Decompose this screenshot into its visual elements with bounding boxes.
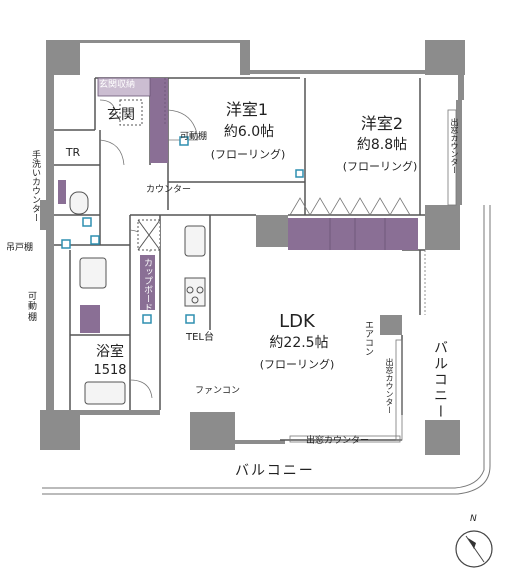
compass-label: N	[470, 514, 477, 524]
label-bay-counter-right: 出窓カウンター	[385, 358, 394, 414]
room-bath-name: 浴室	[96, 344, 124, 360]
label-bay-counter-bottom: 出窓カウンター	[306, 436, 370, 446]
storage-areas	[80, 78, 418, 333]
label-hanging-shelf: 吊戸棚	[6, 243, 34, 253]
label-entrance-storage: 玄関収納	[99, 80, 136, 90]
room-western2-floor: (フローリング)	[342, 160, 418, 173]
label-air-conditioner: エアコン	[363, 320, 373, 356]
room-entrance-name: 玄関	[107, 107, 135, 123]
label-handwash-counter: 手洗いカウンター	[30, 150, 40, 222]
label-counter: カウンター	[146, 185, 192, 195]
label-cupboard: カップボード	[142, 258, 152, 312]
label-tel-stand: TEL台	[186, 332, 214, 343]
room-ldk-size: 約22.5帖	[269, 335, 329, 351]
label-movable-shelf-left: 可動棚	[28, 292, 38, 323]
balcony-outline	[42, 205, 491, 495]
room-western1-size: 約6.0帖	[223, 124, 275, 140]
label-bay-counter-top-right: 出窓カウンター	[450, 118, 459, 174]
label-balcony-right: バルコニー	[432, 340, 448, 420]
label-movable-shelf-top: 可動棚	[180, 132, 208, 142]
room-bath-size: 1518	[93, 363, 127, 378]
room-western1-floor: (フローリング)	[210, 148, 286, 161]
room-western2-size: 約8.8帖	[356, 137, 408, 153]
room-western2-name: 洋室2	[360, 114, 404, 133]
label-fan-coil: ファンコン	[195, 386, 241, 396]
storage-outlines	[97, 77, 386, 250]
room-tr-name: TR	[65, 146, 81, 159]
accent-markers	[61, 136, 304, 324]
room-ldk-name: LDK	[279, 311, 315, 332]
fixtures	[58, 99, 206, 405]
bay-window-counters	[289, 109, 457, 443]
room-western1-name: 洋室1	[225, 100, 269, 119]
walls	[40, 40, 465, 455]
label-balcony-bottom: バルコニー	[235, 463, 315, 479]
compass-icon	[455, 530, 493, 568]
room-ldk-floor: (フローリング)	[259, 358, 335, 371]
